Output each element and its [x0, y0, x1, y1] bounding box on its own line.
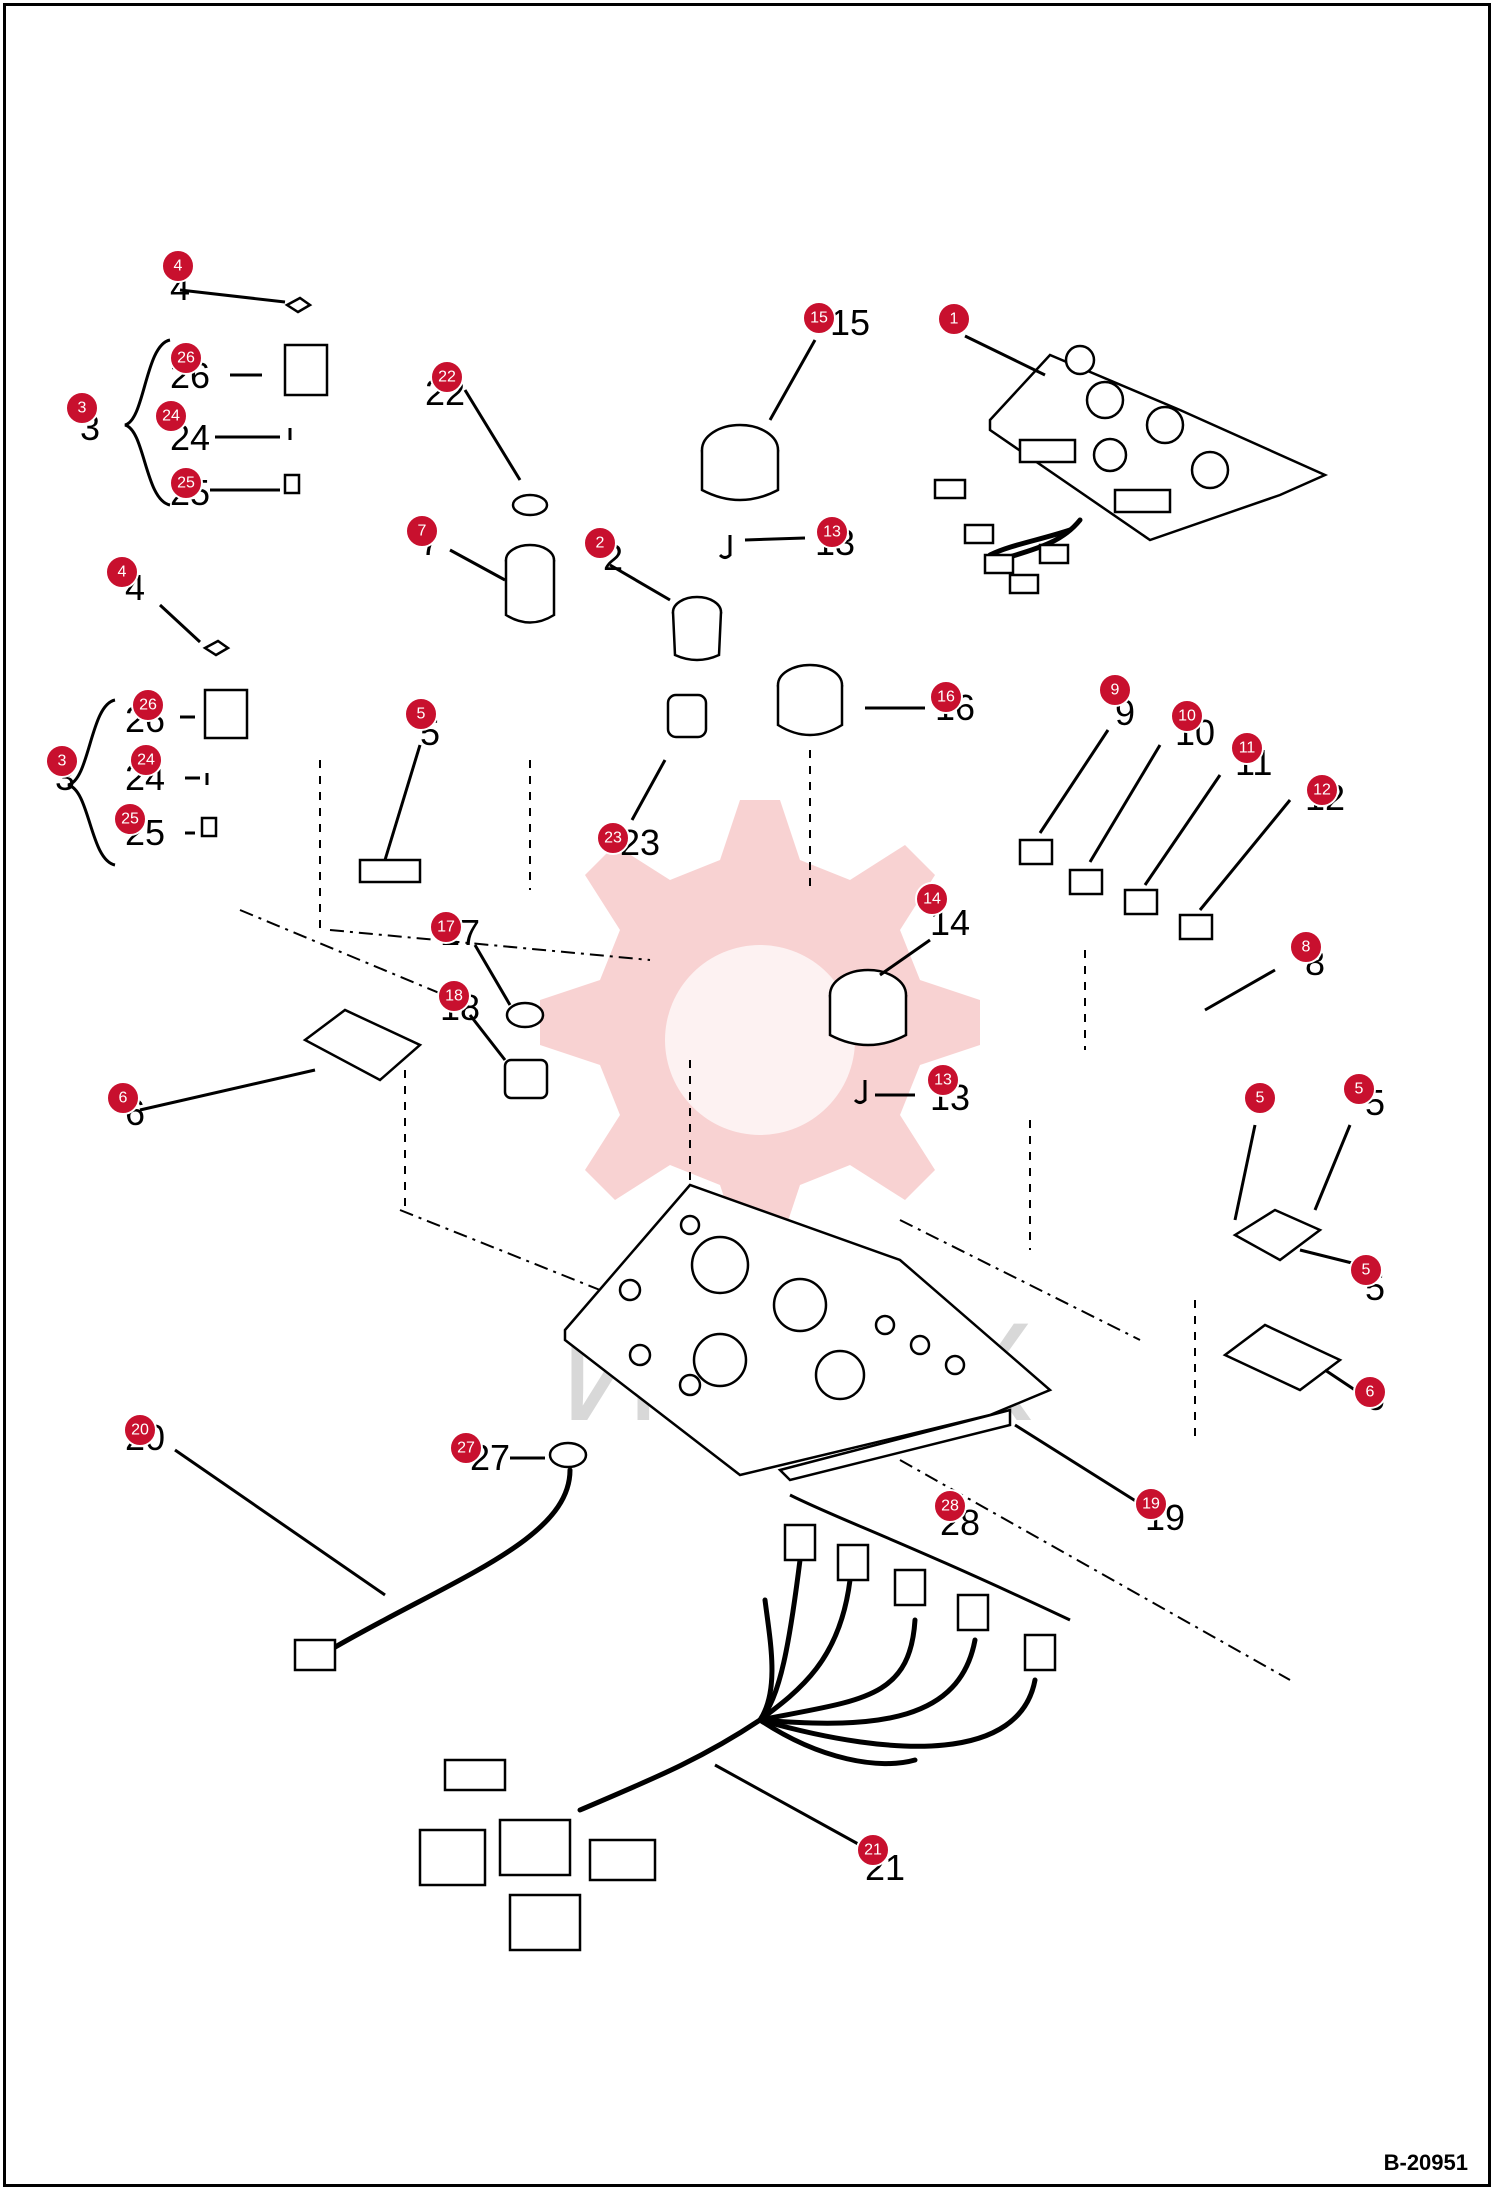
svg-text:13: 13 — [823, 524, 841, 541]
callout-badge-18[interactable]: 18 — [437, 979, 471, 1013]
callout-badge-15[interactable]: 15 — [802, 301, 836, 335]
callout-badge-5[interactable]: 5 — [1342, 1072, 1376, 1106]
drawing-code: B-20951 — [1383, 2150, 1468, 2175]
svg-text:13: 13 — [934, 1072, 952, 1089]
panel-assembly-1[interactable] — [933, 344, 1329, 595]
svg-text:24: 24 — [162, 408, 180, 425]
callout-badge-13[interactable]: 13 — [926, 1063, 960, 1097]
svg-text:28: 28 — [941, 1498, 959, 1515]
svg-text:5: 5 — [1355, 1081, 1364, 1098]
svg-text:25: 25 — [121, 811, 139, 828]
callout-badge-28[interactable]: 28 — [933, 1489, 967, 1523]
small-parts — [200, 296, 1343, 1469]
callout-badge-14[interactable]: 14 — [915, 882, 949, 916]
svg-text:25: 25 — [177, 475, 195, 492]
svg-text:4: 4 — [174, 258, 183, 275]
drawing-frame — [3, 3, 1491, 2187]
callout-badge-6[interactable]: 6 — [106, 1081, 140, 1115]
svg-text:5: 5 — [1362, 1262, 1371, 1279]
callout-badge-19[interactable]: 19 — [1134, 1487, 1168, 1521]
svg-text:8: 8 — [1302, 939, 1311, 956]
callout-badge-12[interactable]: 12 — [1305, 773, 1339, 807]
gauge-14[interactable] — [828, 968, 908, 1047]
svg-text:19: 19 — [1142, 1496, 1160, 1513]
wire-harness-21[interactable] — [418, 1493, 1071, 1952]
svg-text:6: 6 — [1366, 1384, 1375, 1401]
callout-badges: 1 2 3 3 4 4 5 5 5 5 6 6 7 8 9 10 11 12 1… — [45, 249, 1387, 1867]
svg-text:14: 14 — [923, 891, 941, 908]
dash-panel-19[interactable] — [563, 1183, 1053, 1482]
svg-text:24: 24 — [137, 752, 155, 769]
svg-text:1: 1 — [950, 311, 959, 328]
svg-text:18: 18 — [445, 988, 463, 1005]
projection-lines — [239, 750, 1291, 1681]
gauge-15[interactable] — [700, 423, 780, 502]
leader-lines — [67, 288, 1361, 1847]
callout-badge-26[interactable]: 26 — [131, 688, 165, 722]
svg-text:4: 4 — [118, 564, 127, 581]
callout-badge-2[interactable]: 2 — [583, 526, 617, 560]
svg-text:9: 9 — [1111, 682, 1120, 699]
callout-badge-24[interactable]: 24 — [129, 743, 163, 777]
callout-badge-5[interactable]: 5 — [404, 697, 438, 731]
callout-badge-5[interactable]: 5 — [1349, 1253, 1383, 1287]
svg-text:3: 3 — [58, 753, 67, 770]
callout-badge-26[interactable]: 26 — [169, 341, 203, 375]
svg-text:5: 5 — [417, 706, 426, 723]
callout-badge-11[interactable]: 11 — [1230, 731, 1264, 765]
callout-badge-10[interactable]: 10 — [1170, 699, 1204, 733]
svg-text:23: 23 — [604, 830, 622, 847]
callout-badge-7[interactable]: 7 — [405, 514, 439, 548]
callout-badge-6[interactable]: 6 — [1353, 1375, 1387, 1409]
svg-text:3: 3 — [78, 400, 87, 417]
wire-harness-20[interactable] — [293, 1467, 573, 1672]
callout-badge-8[interactable]: 8 — [1289, 930, 1323, 964]
callout-badge-17[interactable]: 17 — [429, 910, 463, 944]
callout-badge-4[interactable]: 4 — [105, 555, 139, 589]
svg-text:2: 2 — [596, 535, 605, 552]
callout-badge-16[interactable]: 16 — [929, 680, 963, 714]
svg-text:16: 16 — [937, 689, 955, 706]
svg-text:27: 27 — [457, 1440, 475, 1457]
svg-text:26: 26 — [139, 697, 157, 714]
svg-text:17: 17 — [437, 919, 455, 936]
svg-text:15: 15 — [810, 310, 828, 327]
svg-text:7: 7 — [418, 523, 427, 540]
callout-badge-25[interactable]: 25 — [113, 802, 147, 836]
callout-badge-9[interactable]: 9 — [1098, 673, 1132, 707]
callout-badge-1[interactable]: 1 — [937, 302, 971, 336]
callout-badge-5[interactable]: 5 — [1243, 1081, 1277, 1115]
callout-badge-22[interactable]: 22 — [430, 360, 464, 394]
callout-badge-4[interactable]: 4 — [161, 249, 195, 283]
svg-text:15: 15 — [830, 302, 870, 343]
svg-text:6: 6 — [119, 1090, 128, 1107]
callout-badge-27[interactable]: 27 — [449, 1431, 483, 1465]
svg-text:10: 10 — [1178, 708, 1196, 725]
callout-badge-13[interactable]: 13 — [815, 515, 849, 549]
svg-text:20: 20 — [131, 1422, 149, 1439]
svg-text:21: 21 — [864, 1842, 882, 1859]
svg-text:5: 5 — [1256, 1090, 1265, 1107]
callout-badge-3[interactable]: 3 — [45, 744, 79, 778]
callout-badge-21[interactable]: 21 — [856, 1833, 890, 1867]
hourmeter-16[interactable] — [776, 663, 844, 737]
callout-badge-20[interactable]: 20 — [123, 1413, 157, 1447]
svg-text:11: 11 — [1239, 740, 1256, 757]
callout-badge-23[interactable]: 23 — [596, 821, 630, 855]
callout-badge-3[interactable]: 3 — [65, 391, 99, 425]
callout-badge-24[interactable]: 24 — [154, 399, 188, 433]
svg-text:26: 26 — [177, 350, 195, 367]
svg-text:12: 12 — [1313, 782, 1331, 799]
svg-text:22: 22 — [438, 369, 456, 386]
callout-badge-25[interactable]: 25 — [169, 466, 203, 500]
